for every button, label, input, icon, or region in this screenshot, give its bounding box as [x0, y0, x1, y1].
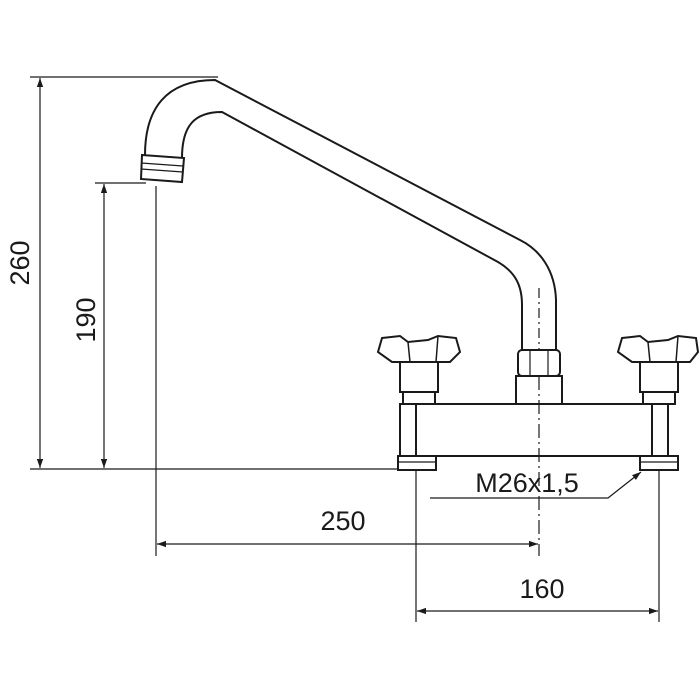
- left-inlet-leg: [397, 403, 437, 471]
- extension-lines: [30, 76, 660, 622]
- aerator: [139, 153, 186, 184]
- dimension-outlet-height: 190: [71, 184, 108, 468]
- dimension-label-250: 250: [320, 506, 365, 536]
- dimension-label-160: 160: [519, 574, 564, 604]
- dimension-total-height: 260: [5, 78, 44, 468]
- mixer-body: [401, 403, 667, 457]
- right-handle: [616, 334, 700, 405]
- dimension-spout-reach: 250: [157, 506, 538, 548]
- dimension-inlet-spacing: 160: [417, 574, 658, 615]
- spout: [144, 78, 557, 352]
- thread-callout: M26x1,5: [430, 468, 642, 499]
- right-inlet-leg: [639, 403, 679, 471]
- dimension-label-190: 190: [71, 297, 101, 342]
- dimension-label-260: 260: [5, 240, 35, 285]
- thread-label: M26x1,5: [475, 468, 579, 498]
- left-handle: [376, 334, 462, 405]
